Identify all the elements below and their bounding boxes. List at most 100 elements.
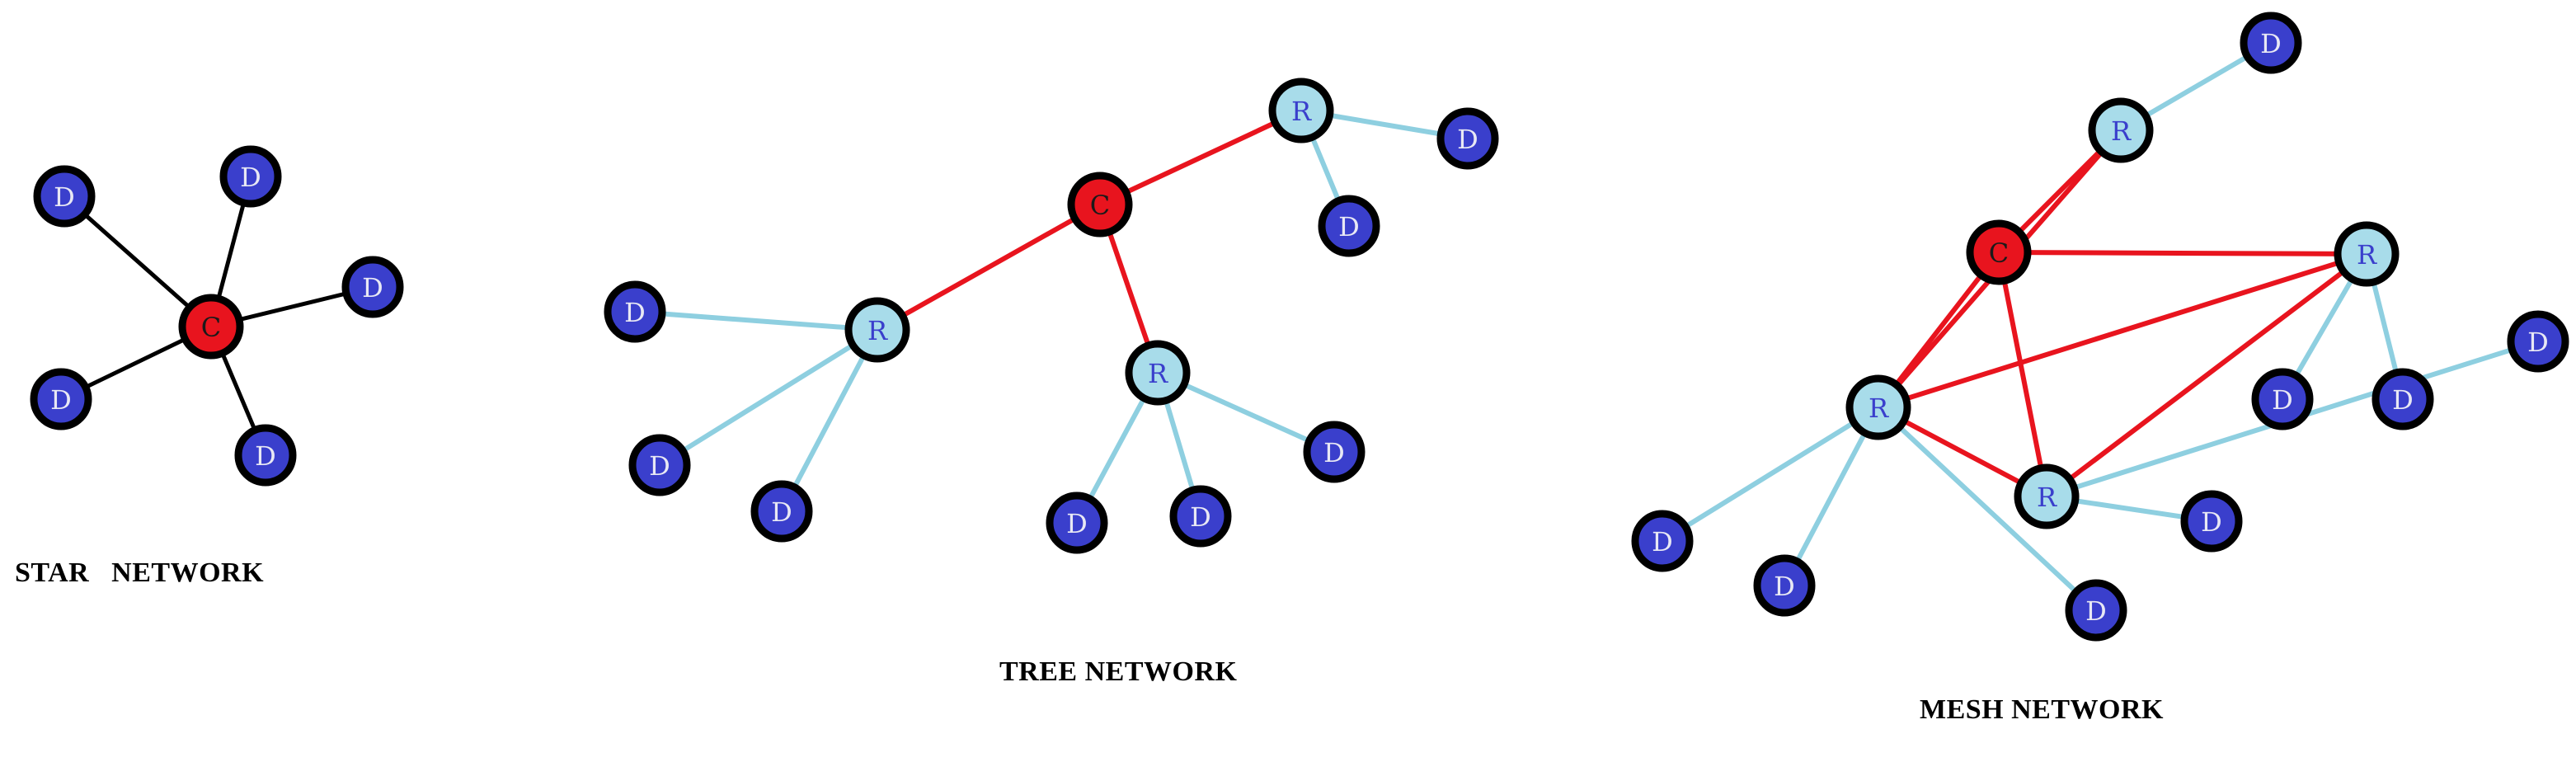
coordinator-label: C: [1989, 238, 2009, 269]
mesh-device-node-d8: D: [2180, 490, 2243, 553]
device-label: D: [1066, 508, 1088, 539]
router-label: R: [2111, 115, 2132, 147]
coordinator-label: C: [1090, 190, 1110, 221]
mesh-link-r2-r3: [1876, 252, 2369, 410]
mesh-link-r2-d4: [1876, 405, 2099, 613]
tree-link-r2-d4: [657, 327, 880, 468]
mesh-network-caption: MESH NETWORK: [1920, 694, 2164, 725]
device-label: D: [2260, 28, 2282, 59]
device-label: D: [50, 384, 72, 416]
tree-link-c-r2: [875, 202, 1102, 332]
tree-router-node-r2: R: [844, 297, 910, 363]
mesh-link-r3-r4: [2044, 252, 2369, 499]
device-circle: [2180, 490, 2243, 553]
router-label: R: [867, 315, 888, 346]
tree-device-node-d7: D: [1046, 492, 1108, 554]
device-label: D: [2392, 384, 2414, 416]
device-circle: [1753, 554, 1816, 617]
mesh-device-node-d1: D: [2240, 12, 2302, 74]
mesh-coordinator-node-c: C: [1966, 219, 2032, 285]
star-device-node-d1: D: [33, 165, 96, 228]
coordinator-circle: [1067, 172, 1133, 238]
device-label: D: [2527, 327, 2549, 358]
device-label: D: [1190, 501, 1211, 533]
mesh-device-node-d7: D: [2507, 310, 2569, 373]
device-circle: [30, 368, 92, 430]
mesh-device-node-d3: D: [1753, 554, 1816, 617]
tree-device-node-d2: D: [1318, 195, 1380, 257]
tree-network-caption: TREE NETWORK: [999, 656, 1238, 687]
tree-link-c-r1: [1098, 108, 1304, 207]
mesh-router-node-r4: R: [2014, 463, 2080, 529]
coordinator-label: C: [201, 312, 221, 343]
mesh-link-c-r4: [1996, 250, 2049, 499]
device-circle: [1318, 195, 1380, 257]
router-circle: [2088, 97, 2154, 163]
device-label: D: [255, 440, 276, 472]
device-circle: [628, 434, 691, 496]
device-label: D: [649, 450, 670, 482]
tree-router-node-r1: R: [1268, 78, 1334, 143]
coordinator-circle: [178, 294, 244, 360]
device-label: D: [1338, 211, 1360, 242]
router-circle: [2014, 463, 2080, 529]
mesh-link-r2-d3: [1782, 405, 1881, 588]
router-label: R: [2037, 482, 2057, 513]
router-label: R: [1869, 393, 1889, 424]
device-label: D: [1774, 571, 1795, 602]
device-circle: [2065, 579, 2127, 642]
device-label: D: [2201, 506, 2222, 538]
device-circle: [2251, 368, 2314, 430]
device-circle: [1436, 107, 1499, 170]
device-circle: [341, 256, 404, 318]
star-device-node-d2: D: [219, 145, 282, 208]
tree-coordinator-node-c: C: [1067, 172, 1133, 238]
device-circle: [2372, 368, 2434, 430]
tree-link-r2-d5: [779, 327, 880, 514]
star-network-caption: STAR NETWORK: [15, 557, 265, 588]
device-circle: [604, 280, 666, 343]
device-label: D: [771, 496, 792, 528]
device-label: D: [2085, 595, 2107, 627]
device-circle: [2240, 12, 2302, 74]
mesh-router-node-r1: R: [2088, 97, 2154, 163]
device-label: D: [2272, 384, 2293, 416]
router-circle: [1845, 374, 1911, 440]
mesh-router-node-r3: R: [2334, 221, 2400, 287]
device-circle: [33, 165, 96, 228]
mesh-device-node-d4: D: [2065, 579, 2127, 642]
tree-device-node-d5: D: [750, 480, 813, 543]
router-label: R: [1291, 96, 1312, 127]
star-coordinator-node-c: C: [178, 294, 244, 360]
router-label: R: [1148, 358, 1168, 389]
device-circle: [750, 480, 813, 543]
device-circle: [1046, 492, 1108, 554]
router-circle: [2334, 221, 2400, 287]
device-circle: [1169, 485, 1232, 548]
device-label: D: [240, 162, 261, 193]
mesh-link-c-r3: [1996, 250, 2369, 256]
device-label: D: [624, 297, 646, 328]
tree-device-node-d3: D: [604, 280, 666, 343]
tree-device-node-d8: D: [1169, 485, 1232, 548]
tree-device-node-d1: D: [1436, 107, 1499, 170]
star-device-node-d4: D: [30, 368, 92, 430]
router-circle: [844, 297, 910, 363]
mesh-router-node-r2: R: [1845, 374, 1911, 440]
star-link-c-d1: [62, 194, 214, 329]
mesh-device-node-d6: D: [2372, 368, 2434, 430]
star-device-node-d3: D: [341, 256, 404, 318]
tree-device-node-d4: D: [628, 434, 691, 496]
router-label: R: [2357, 239, 2377, 270]
mesh-device-node-d2: D: [1631, 510, 1694, 572]
device-label: D: [54, 181, 75, 213]
device-label: D: [362, 272, 383, 303]
device-circle: [1303, 421, 1366, 483]
star-device-node-d5: D: [234, 424, 297, 487]
device-circle: [1631, 510, 1694, 572]
device-label: D: [1652, 526, 1673, 557]
device-circle: [2507, 310, 2569, 373]
mesh-device-node-d5: D: [2251, 368, 2314, 430]
